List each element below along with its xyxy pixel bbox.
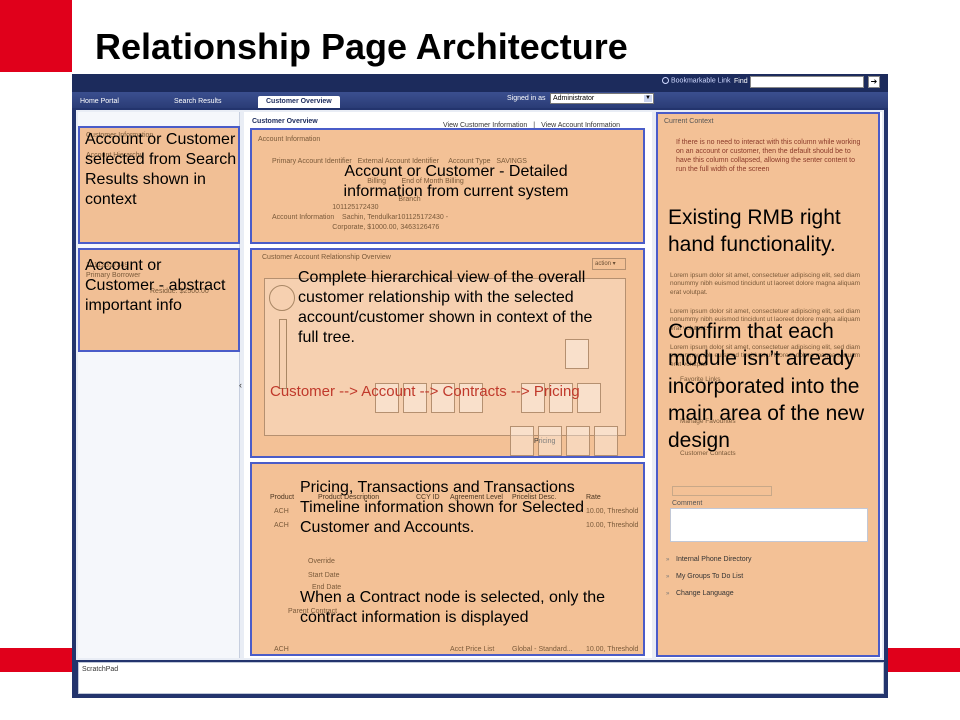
- scratchpad[interactable]: ScratchPad: [78, 662, 884, 694]
- brand-red-bar-left: [0, 648, 72, 672]
- find-input[interactable]: [750, 76, 864, 88]
- signed-in-label: Signed in as: [507, 95, 546, 102]
- comment-input[interactable]: [670, 508, 868, 542]
- overlay-text: Account or Customer selected from Search…: [85, 131, 237, 208]
- zoom-slider[interactable]: [279, 319, 287, 389]
- tab-home-portal[interactable]: Home Portal: [80, 98, 119, 105]
- top-bar: Bookmarkable Link Find ➔: [72, 74, 888, 92]
- chevron-down-icon: ▼: [644, 95, 652, 102]
- view-links: View Customer Information | View Account I…: [440, 122, 623, 129]
- customer-overview-header: Customer Overview: [252, 118, 318, 125]
- tree-node[interactable]: [459, 383, 483, 413]
- find-go-button[interactable]: ➔: [868, 76, 880, 88]
- overlay-text-confirm: Confirm that each module isn’t already i…: [668, 320, 865, 453]
- overlay-right-hand: Current Context If there is no need to i…: [656, 112, 880, 657]
- collapse-left-icon[interactable]: ‹: [239, 380, 242, 390]
- overlay-text: Account or Customer - abstract important…: [85, 257, 226, 314]
- overlay-account-information: Account Information Primary Account Iden…: [250, 128, 645, 244]
- tree-node[interactable]: [403, 383, 427, 413]
- link-internal-phone-directory[interactable]: »Internal Phone Directory: [666, 556, 752, 563]
- tree-node[interactable]: [594, 426, 618, 456]
- overlay-text-existing: Existing RMB right hand functionality.: [668, 206, 841, 257]
- customer-contacts-header[interactable]: Customer Contacts: [680, 450, 736, 457]
- pan-control-icon[interactable]: [269, 285, 295, 311]
- brand-red-bar-right: [888, 648, 960, 672]
- link-separator: |: [533, 122, 536, 129]
- tab-search-results[interactable]: Search Results: [174, 98, 222, 105]
- link-change-language[interactable]: »Change Language: [666, 590, 734, 597]
- pricing-node-label: Pricing: [534, 438, 556, 445]
- slide-title: Relationship Page Architecture: [95, 26, 628, 67]
- hierarchy-flow-text: Customer --> Account --> Contracts --> P…: [270, 383, 580, 400]
- tree-node[interactable]: [577, 383, 601, 413]
- brand-red-block: [0, 0, 72, 72]
- tree-node[interactable]: [549, 383, 573, 413]
- bookmarkable-link[interactable]: Bookmarkable Link: [662, 77, 731, 84]
- signed-in-select[interactable]: Administrator▼: [550, 93, 654, 104]
- overlay-relationship: Customer Account Relationship Overview a…: [250, 248, 645, 458]
- tree-node[interactable]: [375, 383, 399, 413]
- overlay-text: Account or Customer - Detailed informati…: [343, 163, 569, 200]
- tree-node-pricing[interactable]: [510, 426, 534, 456]
- overlay-text-pricing: Pricing, Transactions and Transactions T…: [300, 479, 584, 536]
- chevron-right-icon: »: [666, 574, 670, 580]
- tree-node[interactable]: [431, 383, 455, 413]
- action-button[interactable]: action ▾: [592, 258, 626, 270]
- favorite-links-header[interactable]: Favorite Links: [680, 376, 721, 383]
- current-context-header: Current Context: [664, 118, 714, 125]
- link-my-groups-todo[interactable]: »My Groups To Do List: [666, 573, 744, 580]
- view-account-link[interactable]: View Account Information: [541, 122, 620, 129]
- comment-label: Comment: [672, 500, 703, 507]
- relationship-tree[interactable]: [264, 278, 626, 436]
- tree-node[interactable]: [538, 426, 562, 456]
- chevron-right-icon: »: [666, 557, 670, 563]
- overlay-pricing: Product Product Description CCY ID Agree…: [250, 462, 645, 656]
- tab-customer-overview[interactable]: Customer Overview: [258, 96, 340, 108]
- overlay-text: Complete hierarchical view of the overal…: [298, 269, 593, 346]
- tab-bar: Home Portal Search Results Customer Over…: [72, 92, 888, 108]
- find-label: Find: [734, 78, 748, 85]
- contacts-select[interactable]: [672, 486, 772, 496]
- chevron-right-icon: »: [666, 591, 670, 597]
- link-icon: [662, 77, 669, 84]
- tree-node[interactable]: [566, 426, 590, 456]
- manage-favourites-link[interactable]: Manage Favourites: [680, 418, 736, 425]
- overlay-text-contract: When a Contract node is selected, only t…: [300, 589, 606, 626]
- tree-node[interactable]: [521, 383, 545, 413]
- tree-node[interactable]: [565, 339, 589, 369]
- current-context-intro: If there is no need to interact with thi…: [676, 139, 861, 174]
- overlay-account-selected: Customer Information Account Hierarchy A…: [78, 126, 240, 244]
- view-customer-link[interactable]: View Customer Information: [443, 122, 528, 129]
- overlay-abstract-info: 10112517249 Primary Borrower Residue: $2…: [78, 248, 240, 352]
